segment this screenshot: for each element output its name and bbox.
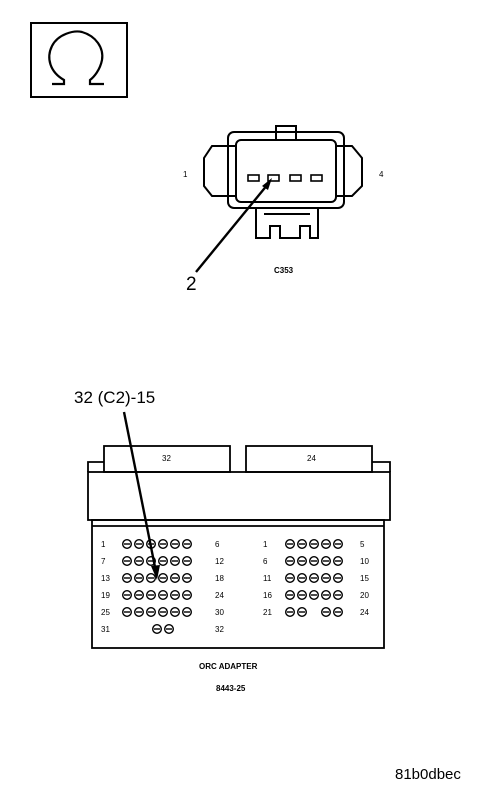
pin-cavity (181, 556, 192, 567)
pin-cavity (333, 573, 344, 584)
pin-row-number: 1 (101, 540, 106, 549)
ohm-symbol-icon (48, 30, 104, 86)
pin-cavity (157, 573, 168, 584)
pin-cavity (321, 573, 332, 584)
pin-row-number: 13 (101, 574, 110, 583)
pin-cavity (121, 539, 132, 550)
pin-cavity (333, 556, 344, 567)
pin-cavity (121, 590, 132, 601)
c353-callout-label: 2 (186, 274, 197, 295)
pin-cavity (181, 607, 192, 618)
pin-row-number: 31 (101, 625, 110, 634)
c353-callout-arrow (195, 178, 272, 273)
pin-row-number: 5 (360, 540, 365, 549)
pin-row-number: 19 (101, 591, 110, 600)
pin-cavity (297, 539, 308, 550)
pin-row-number: 7 (101, 557, 106, 566)
orc-connector-32-label: 32 (162, 454, 171, 463)
pin-cavity (309, 539, 320, 550)
pin-cavity (309, 556, 320, 567)
orc-adapter-title: ORC ADAPTER (199, 662, 258, 671)
pin-cavity (133, 539, 144, 550)
pin-cavity (121, 607, 132, 618)
pin-cavity (333, 539, 344, 550)
orc-adapter-part-number: 8443-25 (216, 684, 246, 693)
pin-row-number: 6 (215, 540, 220, 549)
pin-cavity (169, 556, 180, 567)
pin-cavity (157, 590, 168, 601)
pin-cavity (169, 607, 180, 618)
pin-cavity (321, 539, 332, 550)
orc-left-pin-grid (121, 539, 192, 635)
pin-row-number: 18 (215, 574, 224, 583)
pin-cavity (321, 607, 332, 618)
pin-row-number: 32 (215, 625, 224, 634)
pin-row-number: 25 (101, 608, 110, 617)
figure-id: 81b0dbec (395, 766, 461, 783)
pin-cavity (163, 624, 174, 635)
pin-cavity (133, 556, 144, 567)
orc-connector-24-label: 24 (307, 454, 316, 463)
pin-cavity (145, 607, 156, 618)
pin-cavity (169, 590, 180, 601)
c353-pin-cavities (247, 174, 323, 182)
pin-cavity (169, 573, 180, 584)
pin-cavity (297, 556, 308, 567)
pin-row-number: 24 (215, 591, 224, 600)
pin-cavity (169, 539, 180, 550)
orc-adapter-body (87, 445, 391, 649)
pin-cavity (181, 573, 192, 584)
pin-cavity (285, 607, 296, 618)
pin-cavity (333, 590, 344, 601)
pin-cavity (145, 573, 156, 584)
pin-row-number: 30 (215, 608, 224, 617)
pin-row-number: 1 (263, 540, 268, 549)
pin-row-number: 10 (360, 557, 369, 566)
ohmmeter-symbol-box (30, 22, 128, 98)
pin-cavity (321, 556, 332, 567)
pin-cavity (297, 573, 308, 584)
pin-cavity (133, 590, 144, 601)
pin-row-number: 21 (263, 608, 272, 617)
pin-cavity (285, 590, 296, 601)
pin-row-number: 12 (215, 557, 224, 566)
c353-connector-shape (203, 125, 363, 239)
pin-cavity (157, 556, 168, 567)
pin-cavity (297, 590, 308, 601)
pin-row-number: 11 (263, 574, 272, 583)
pin-cavity (181, 539, 192, 550)
pin-cavity (285, 556, 296, 567)
pin-cavity (285, 573, 296, 584)
pin-cavity (145, 590, 156, 601)
pin-cavity (121, 556, 132, 567)
pin-row-number: 15 (360, 574, 369, 583)
pin-cavity (285, 539, 296, 550)
pin-cavity (157, 607, 168, 618)
pin-cavity (181, 590, 192, 601)
c353-connector-name: C353 (274, 266, 294, 275)
pin-cavity (309, 590, 320, 601)
pin-cavity (297, 607, 308, 618)
pin-cavity (121, 573, 132, 584)
pin-cavity (133, 607, 144, 618)
c353-pin-4-label: 4 (379, 170, 384, 179)
orc-callout-label: 32 (C2)-15 (74, 388, 156, 407)
c353-pin-1-label: 1 (183, 170, 188, 179)
pin-cavity (133, 573, 144, 584)
orc-callout-arrow (122, 411, 160, 580)
pin-cavity (309, 573, 320, 584)
pin-row-number: 24 (360, 608, 369, 617)
pin-cavity (157, 539, 168, 550)
pin-row-number: 6 (263, 557, 268, 566)
pin-row-number: 16 (263, 591, 272, 600)
pin-cavity (333, 607, 344, 618)
pin-cavity (151, 624, 162, 635)
orc-right-pin-grid (285, 539, 344, 618)
pin-row-number: 20 (360, 591, 369, 600)
pin-cavity (321, 590, 332, 601)
